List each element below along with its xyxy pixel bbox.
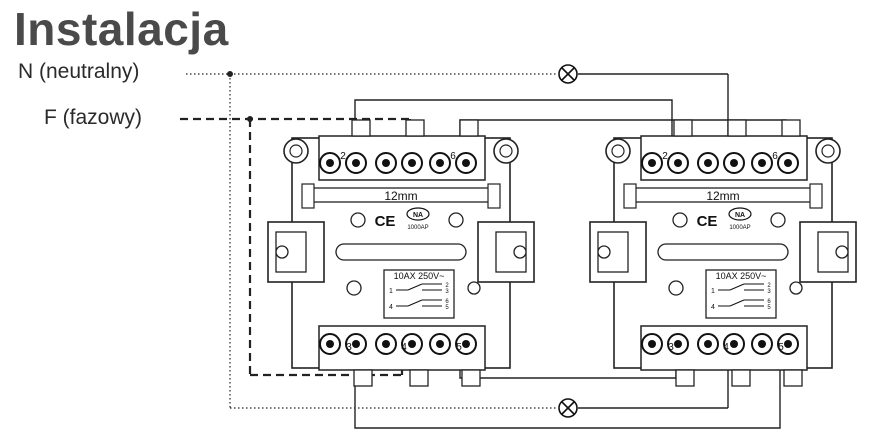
schema-contact: 3 [767, 289, 771, 295]
ce-mark: CE [375, 213, 396, 230]
terminal-label: 2 [340, 151, 346, 162]
switch-left: 2 6 12mm CE NA 1000AP 10AX 250V~ 1 4 2 3… [267, 119, 535, 387]
schema-contact: 4 [711, 304, 715, 311]
lamp-icon [558, 64, 578, 84]
rating-label: 10AX 250V~ [394, 271, 445, 281]
switch-right: 2 6 12mm CE NA 1000AP 10AX 250V~ 1 4 2 3… [589, 119, 857, 387]
phase-junction [247, 116, 253, 122]
terminal-label: 4 [723, 342, 729, 353]
schema-contact: 2 [767, 283, 771, 289]
schema-contact: 6 [445, 299, 449, 305]
phase-wire-label: F (fazowy) [44, 106, 143, 129]
terminal-label: 6 [772, 151, 778, 162]
neutral-wire [186, 73, 558, 409]
terminal-label: 6 [450, 151, 456, 162]
cert-code: 1000AP [729, 225, 750, 231]
cert-logo-text: NA [413, 212, 423, 219]
schema-contact: 5 [445, 305, 449, 311]
schema-contact: 5 [767, 305, 771, 311]
schema-contact: 2 [445, 283, 449, 289]
terminal-label: 5 [456, 342, 462, 353]
ce-mark: CE [697, 213, 718, 230]
terminal-label: 4 [401, 342, 407, 353]
terminal-label: 2 [662, 151, 668, 162]
terminal-label: 5 [778, 342, 784, 353]
neutral-junction [227, 71, 233, 77]
terminal-label: 3 [346, 342, 352, 353]
schema-contact: 3 [445, 289, 449, 295]
schema-contact: 1 [711, 288, 715, 295]
cert-code: 1000AP [407, 225, 428, 231]
spacing-label: 12mm [384, 189, 417, 203]
rating-label: 10AX 250V~ [716, 271, 767, 281]
diagram-title: Instalacja [14, 3, 229, 55]
certification-logo [728, 207, 752, 221]
schema-contact: 4 [389, 304, 393, 311]
terminal-label: 3 [668, 342, 674, 353]
spacing-label: 12mm [706, 189, 739, 203]
schema-contact: 6 [767, 299, 771, 305]
cert-logo-text: NA [735, 212, 745, 219]
neutral-wire-label: N (neutralny) [18, 60, 140, 83]
certification-logo [406, 207, 430, 221]
schema-contact: 1 [389, 288, 393, 295]
lamp-icon [558, 398, 578, 418]
